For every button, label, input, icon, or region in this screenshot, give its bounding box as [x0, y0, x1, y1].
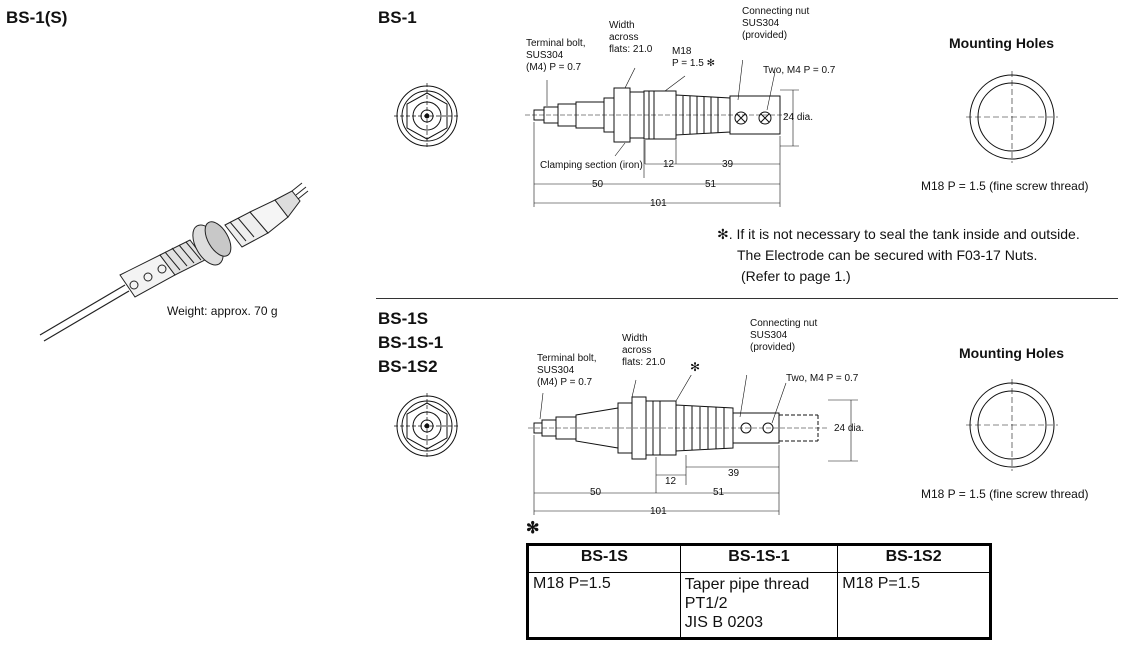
mounting-hole-bottom: [966, 379, 1058, 471]
title-bs1s: BS-1S: [378, 309, 429, 328]
bs1s-dim-12: 12: [665, 476, 677, 487]
bs1s-side-view: [528, 375, 858, 515]
table-header-row: BS-1S BS-1S-1 BS-1S2: [527, 544, 991, 573]
bs1s-dim-39: 39: [728, 468, 740, 479]
electrode-illustration: [39, 182, 309, 342]
table-header: BS-1S-1: [679, 544, 839, 573]
bs1s-connecting-nut-label: Connecting nut SUS304 (provided): [750, 318, 817, 354]
title-bs1s2: BS-1S2: [378, 357, 438, 376]
bs1-terminal-bolt-line3: (M4) P = 0.7: [526, 62, 582, 73]
table-cell: M18 P=1.5: [527, 572, 681, 639]
table-cell: Taper pipe thread PT1/2 JIS B 0203: [679, 572, 839, 639]
bs1-terminal-bolt-line2: SUS304: [526, 50, 564, 61]
bs1s-end-view: [394, 393, 460, 459]
mounting-holes-title-top: Mounting Holes: [949, 35, 1054, 51]
table-header: BS-1S2: [837, 544, 991, 573]
bs1s-terminal-bolt-line3: (M4) P = 0.7: [537, 377, 593, 388]
bs1-nut-line1: Connecting nut: [742, 6, 810, 17]
bs1-side-view: [525, 60, 799, 207]
bs1s-dim-51: 51: [713, 487, 725, 498]
bs1-dia-label: 24 dia.: [783, 112, 814, 123]
table-row: M18 P=1.5 Taper pipe thread PT1/2 JIS B …: [527, 572, 991, 639]
section-divider: [376, 298, 1118, 299]
bs1s-width-line3: flats: 21.0: [622, 357, 666, 368]
bs1s-nut-line1: Connecting nut: [750, 318, 818, 329]
bs1-thread-label: M18 P = 1.5 ✻: [672, 46, 715, 70]
bs1s-dim-101: 101: [650, 506, 667, 517]
note-line1: ✻. If it is not necessary to seal the ta…: [717, 226, 1080, 242]
bs1s-star-mark: ✻: [690, 360, 701, 374]
bs1s-width-line1: Width: [622, 333, 648, 344]
note-line3: (Refer to page 1.): [741, 268, 851, 284]
bs1-thread-line1: M18: [672, 46, 692, 57]
bs1-width-line3: flats: 21.0: [609, 44, 653, 55]
note-block: ✻. If it is not necessary to seal the ta…: [717, 224, 1080, 287]
table-header: BS-1S: [527, 544, 681, 573]
bs1-clamping-label: Clamping section (iron): [540, 160, 643, 171]
bs1-dim-101: 101: [650, 198, 667, 209]
bs1-nut-line2: SUS304: [742, 18, 780, 29]
bs1-dim-51: 51: [705, 179, 717, 190]
bs1s-dim-50: 50: [590, 487, 602, 498]
bs1-width-line1: Width: [609, 20, 635, 31]
bs1s-dia-label: 24 dia.: [834, 423, 865, 434]
bs1-end-view: [394, 83, 460, 149]
mounting-holes-title-bottom: Mounting Holes: [959, 345, 1064, 361]
mounting-hole-top: [966, 71, 1058, 163]
bs1s-terminal-bolt-line1: Terminal bolt,: [537, 353, 597, 364]
model-titles-bs1s: BS-1S BS-1S-1 BS-1S2: [378, 307, 443, 379]
mounting-thread-top: M18 P = 1.5 (fine screw thread): [921, 179, 1089, 193]
thread-spec-table: BS-1S BS-1S-1 BS-1S2 M18 P=1.5 Taper pip…: [526, 543, 992, 640]
bs1-two-m4-label: Two, M4 P = 0.7: [763, 65, 836, 76]
bs1-thread-line2: P = 1.5 ✻: [672, 58, 715, 69]
model-title-bs1: BS-1: [378, 8, 417, 27]
bs1s-terminal-bolt-line2: SUS304: [537, 365, 575, 376]
title-bs1s-1: BS-1S-1: [378, 333, 444, 352]
bs1s-two-m4-label: Two, M4 P = 0.7: [786, 373, 859, 384]
bs1-nut-line3: (provided): [742, 30, 788, 41]
table-cell: M18 P=1.5: [837, 572, 991, 639]
note-line2: The Electrode can be secured with F03-17…: [737, 247, 1038, 263]
bs1-terminal-bolt-line1: Terminal bolt,: [526, 38, 586, 49]
bs1-dim-12: 12: [663, 159, 675, 170]
table-star-mark: ✻: [526, 520, 540, 537]
mounting-thread-bottom: M18 P = 1.5 (fine screw thread): [921, 487, 1089, 501]
bs1s-terminal-bolt-label: Terminal bolt, SUS304 (M4) P = 0.7: [537, 353, 596, 389]
model-title-left: BS-1(S): [6, 8, 68, 27]
weight-label: Weight: approx. 70 g: [167, 304, 278, 318]
bs1s-width-across-label: Width across flats: 21.0: [622, 333, 665, 369]
bs1-width-across-label: Width across flats: 21.0: [609, 20, 652, 56]
bs1-dim-50: 50: [592, 179, 604, 190]
bs1-terminal-bolt-label: Terminal bolt, SUS304 (M4) P = 0.7: [526, 38, 585, 74]
bs1s-nut-line3: (provided): [750, 342, 796, 353]
bs1-dim-39: 39: [722, 159, 734, 170]
bs1s-nut-line2: SUS304: [750, 330, 788, 341]
bs1-connecting-nut-label: Connecting nut SUS304 (provided): [742, 6, 809, 42]
bs1s-width-line2: across: [622, 345, 652, 356]
bs1-width-line2: across: [609, 32, 639, 43]
